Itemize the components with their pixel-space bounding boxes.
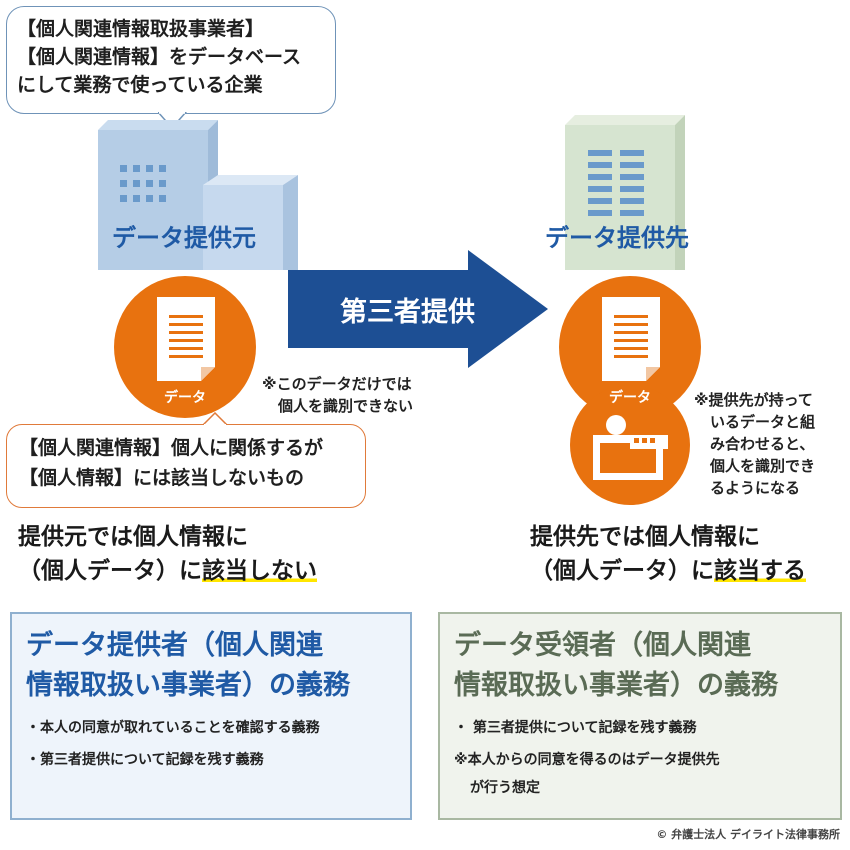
right-note: ※提供先が持って いるデータと組 み合わせると、 個人を識別でき るようになる xyxy=(694,389,815,499)
arrow-label: 第三者提供 xyxy=(340,297,475,328)
conclusion-left: 提供元では個人情報に （個人データ）に該当しない xyxy=(18,520,317,588)
left-note-line-2: 個人を識別できない xyxy=(278,397,414,415)
provider-label: データ提供元 xyxy=(112,224,256,252)
provider-title-line-2: 情報取扱い事業者）の義務 xyxy=(26,670,350,701)
definition-line-1: 【個人関連情報】個人に関係するが xyxy=(19,437,324,459)
provider-title-line-1: データ提供者（個人関連 xyxy=(26,630,323,661)
top-bubble-line-3: にして業務で使っている企業 xyxy=(17,74,263,96)
provider-doc-label: データ xyxy=(164,390,206,406)
receiver-title-line-1: データ受領者（個人関連 xyxy=(454,630,751,661)
receiver-building-icon xyxy=(565,115,685,270)
left-note: ※このデータだけでは 個人を識別できない xyxy=(262,373,413,417)
provider-building-icon xyxy=(98,120,298,270)
provider-obligations-title: データ提供者（個人関連 情報取扱い事業者）の義務 xyxy=(26,626,350,706)
receiver-obligation-2-cont: が行う想定 xyxy=(470,780,540,796)
conclusion-right-highlight: 該当する xyxy=(714,558,806,584)
conclusion-left-line-2: （個人データ）に該当しない xyxy=(18,554,317,588)
copyright-credit: © 弁護士法人 デイライト法律事務所 xyxy=(656,828,840,841)
right-note-line-3: み合わせると、 xyxy=(710,435,815,453)
third-party-provision-arrow xyxy=(288,250,548,368)
orange-bubble-tail-cover xyxy=(204,424,226,428)
receiver-obligations-title: データ受領者（個人関連 情報取扱い事業者）の義務 xyxy=(454,626,778,706)
conclusion-right-line-1: 提供先では個人情報に xyxy=(530,524,760,550)
conclusion-right-prefix: （個人データ）に xyxy=(530,558,714,584)
right-note-line-2: いるデータと組 xyxy=(710,413,816,431)
provider-obligation-2: ・第三者提供について記録を残す義務 xyxy=(26,752,264,768)
conclusion-left-prefix: （個人データ）に xyxy=(18,558,202,584)
conclusion-right: 提供先では個人情報に （個人データ）に該当する xyxy=(530,520,806,588)
right-note-line-4: 個人を識別でき xyxy=(710,457,816,475)
receiver-title-line-2: 情報取扱い事業者）の義務 xyxy=(454,670,778,701)
receiver-doc-label: データ xyxy=(609,390,651,406)
top-bubble-line-2: 【個人関連情報】をデータベース xyxy=(17,46,302,68)
right-note-line-1: ※提供先が持って xyxy=(694,391,813,409)
provider-data-circle xyxy=(114,276,256,418)
top-speech-bubble: 【個人関連情報取扱事業者】 【個人関連情報】をデータベース にして業務で使ってい… xyxy=(6,6,336,114)
receiver-label: データ提供先 xyxy=(545,224,689,252)
receiver-data-circles xyxy=(559,276,701,505)
conclusion-right-line-2: （個人データ）に該当する xyxy=(530,554,806,588)
right-note-line-5: るようになる xyxy=(710,479,801,497)
definition-line-2: 【個人情報】には該当しないもの xyxy=(19,467,305,489)
provider-obligations-box: データ提供者（個人関連 情報取扱い事業者）の義務 ・本人の同意が取れていることを… xyxy=(10,612,412,820)
receiver-obligation-2: ※本人からの同意を得るのはデータ提供先 xyxy=(454,752,720,768)
receiver-obligation-1: ・ 第三者提供について記録を残す義務 xyxy=(454,720,697,736)
receiver-obligations-box: データ受領者（個人関連 情報取扱い事業者）の義務 ・ 第三者提供について記録を残… xyxy=(438,612,842,820)
top-bubble-line-1: 【個人関連情報取扱事業者】 xyxy=(17,18,265,40)
definition-bubble: 【個人関連情報】個人に関係するが 【個人情報】には該当しないもの xyxy=(6,424,366,508)
left-note-line-1: ※このデータだけでは xyxy=(262,375,412,393)
conclusion-left-line-1: 提供元では個人情報に xyxy=(18,524,248,550)
conclusion-left-highlight: 該当しない xyxy=(202,558,317,584)
provider-obligation-1: ・本人の同意が取れていることを確認する義務 xyxy=(26,720,320,736)
